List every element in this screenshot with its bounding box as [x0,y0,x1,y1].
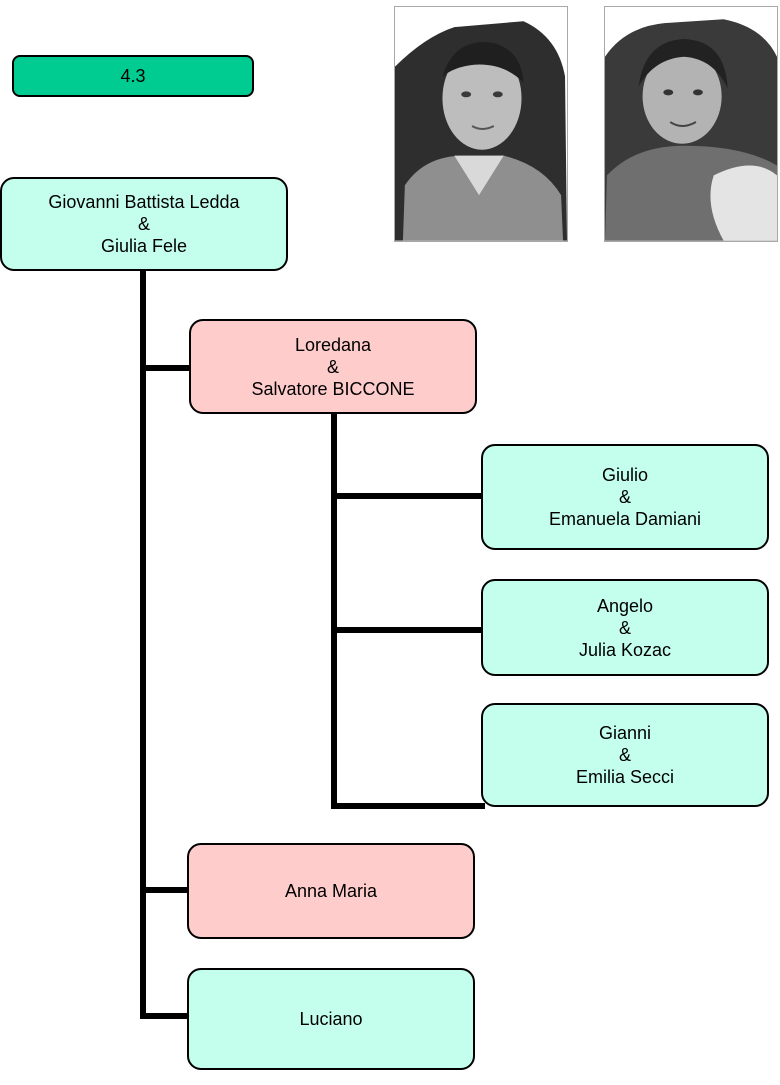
man-portrait-image [395,7,567,241]
grandchild-angelo-box: Angelo & Julia Kozac [481,579,769,676]
child-loredana-ampersand: & [326,356,339,377]
grandchild-gianni-box: Gianni & Emilia Secci [481,703,769,807]
portrait-man-photo [394,6,568,242]
root-ampersand: & [137,214,150,234]
woman-portrait-image [605,7,777,241]
portrait-woman-photo [604,6,778,242]
child-anna-maria-name: Anna Maria [284,881,378,901]
grandchild-angelo-name-1: Angelo [596,595,654,616]
child-luciano-box: Luciano [187,968,475,1070]
child-loredana-box: Loredana & Salvatore BICCONE [189,319,477,414]
grandchild-gianni-ampersand: & [618,745,631,765]
grandchild-giulio-name-1: Giulio [601,465,649,485]
root-couple-box: Giovanni Battista Ledda & Giulia Fele [0,177,288,271]
section-number-label: 4.3 [120,65,146,86]
grandchild-angelo-ampersand: & [618,617,631,638]
root-name-2: Giulia Fele [100,236,188,256]
grandchild-giulio-box: Giulio & Emanuela Damiani [481,444,769,550]
section-number-badge: 4.3 [12,55,254,97]
child-loredana-name-1: Loredana [294,334,372,355]
grandchild-gianni-name-2: Emilia Secci [575,767,675,787]
child-anna-maria-box: Anna Maria [187,843,475,939]
grandchild-gianni-name-1: Gianni [598,723,652,743]
grandchild-giulio-ampersand: & [618,487,631,507]
grandchild-angelo-name-2: Julia Kozac [578,639,672,660]
root-name-1: Giovanni Battista Ledda [48,192,240,212]
grandchild-giulio-name-2: Emanuela Damiani [548,509,702,529]
child-luciano-name: Luciano [299,1009,363,1029]
child-loredana-name-2: Salvatore BICCONE [251,378,415,399]
